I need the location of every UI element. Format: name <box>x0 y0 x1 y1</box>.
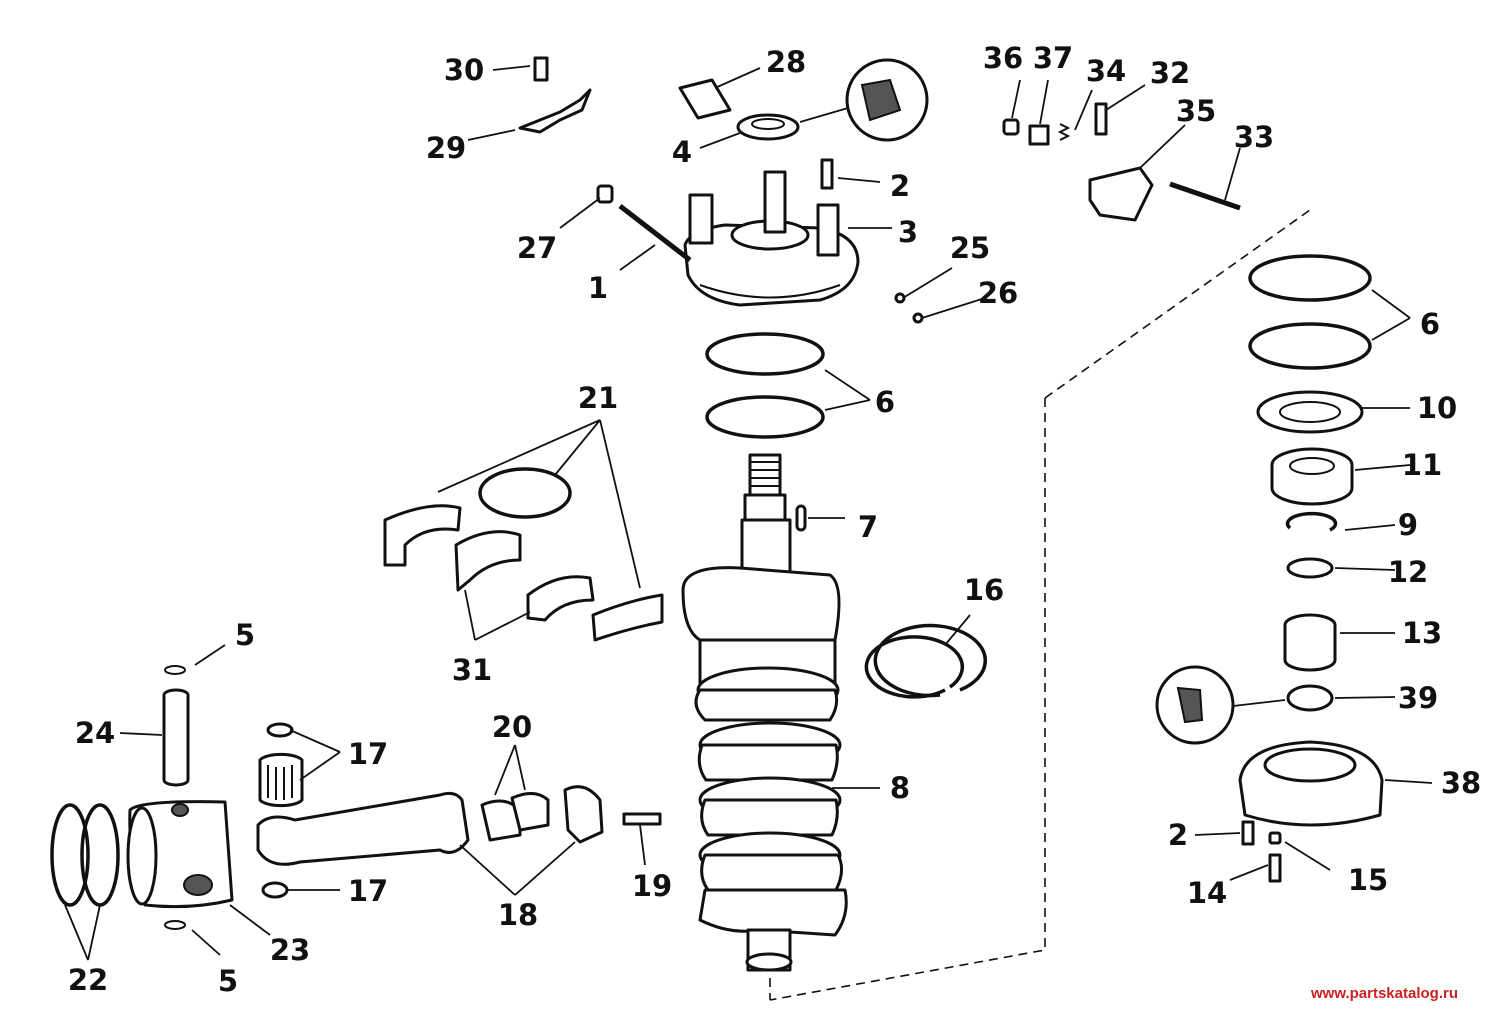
callout-label: 11 <box>1402 448 1442 482</box>
callout-label: 13 <box>1402 616 1442 650</box>
plate <box>678 78 732 120</box>
callout-label: 30 <box>444 53 484 87</box>
callout-label: 9 <box>1398 508 1418 542</box>
callout-label: 24 <box>75 716 115 750</box>
cap-nut <box>596 184 614 204</box>
callout-label: 36 <box>983 41 1023 75</box>
o-ring-lower <box>705 395 825 439</box>
connecting-rod <box>256 791 470 866</box>
callout-label: 6 <box>875 385 895 419</box>
o-ring-upper <box>1248 254 1372 302</box>
callout-label: 21 <box>578 381 618 415</box>
callout-label: 14 <box>1187 876 1227 910</box>
callout-label: 15 <box>1348 863 1388 897</box>
washer <box>1028 124 1050 146</box>
callout-label: 12 <box>1388 555 1428 589</box>
callout-label: 27 <box>517 231 557 265</box>
crankshaft <box>681 453 848 972</box>
spring <box>1057 123 1071 141</box>
watermark: www.partskatalog.ru <box>1310 985 1458 1002</box>
retainer-plate <box>1256 390 1364 434</box>
screw <box>1241 820 1255 846</box>
piston-ring <box>50 803 90 907</box>
seal <box>1286 557 1334 579</box>
callout-label: 17 <box>348 737 388 771</box>
bearing-half <box>591 593 664 642</box>
callout-label: 23 <box>270 933 310 967</box>
needle-cage <box>454 530 522 592</box>
rod-cap <box>563 785 604 844</box>
callout-label: 5 <box>218 964 238 998</box>
lower-seal <box>1286 684 1334 712</box>
retaining-clip <box>164 665 186 675</box>
callout-label: 7 <box>858 510 878 544</box>
callout-label: 5 <box>235 618 255 652</box>
callout-label: 22 <box>68 963 108 997</box>
callout-label: 4 <box>672 135 692 169</box>
callout-label: 31 <box>452 653 492 687</box>
callout-label: 3 <box>898 215 918 249</box>
callout-label: 25 <box>950 231 990 265</box>
callout-label: 16 <box>964 573 1004 607</box>
needle-cage-half <box>510 792 550 832</box>
screw <box>533 56 549 82</box>
bracket <box>518 88 592 134</box>
callout-label: 18 <box>498 898 538 932</box>
callout-label: 35 <box>1176 94 1216 128</box>
callout-label: 6 <box>1420 307 1440 341</box>
needle-cage <box>526 575 595 622</box>
callout-label: 10 <box>1417 391 1457 425</box>
callout-label: 28 <box>766 45 806 79</box>
callout-label: 8 <box>890 771 910 805</box>
o-ring-upper <box>705 332 825 376</box>
wrist-pin <box>162 688 190 787</box>
long-bolt <box>618 204 692 262</box>
retaining-ring <box>1285 511 1338 532</box>
adjusting-screw <box>1169 181 1241 211</box>
callout-label: 19 <box>632 869 672 903</box>
bushing <box>1002 118 1020 136</box>
callout-label: 37 <box>1033 41 1073 75</box>
screw <box>1094 102 1108 136</box>
callout-label: 32 <box>1150 56 1190 90</box>
callout-label: 34 <box>1086 54 1126 88</box>
callout-label: 38 <box>1441 766 1481 800</box>
callout-label: 2 <box>1168 818 1188 852</box>
leader-lines <box>64 65 1433 961</box>
callout-label: 20 <box>492 710 532 744</box>
bearing-half <box>383 504 462 567</box>
callout-label: 17 <box>348 874 388 908</box>
woodruff-key <box>795 504 807 532</box>
screw <box>1268 853 1282 883</box>
o-ring-lower <box>1248 322 1372 370</box>
callout-label: 33 <box>1234 120 1274 154</box>
washer <box>1268 831 1282 845</box>
assembly-centerline <box>769 209 1311 1001</box>
needle-bearing <box>258 752 304 808</box>
callout-labels: 1 2 3 4 5 6 7 8 9 10 11 12 13 14 15 16 1… <box>68 41 1481 998</box>
snap-ring <box>873 623 988 698</box>
callout-label: 1 <box>588 271 608 305</box>
callout-label: 2 <box>890 169 910 203</box>
screw <box>820 158 834 190</box>
retaining-clip <box>164 920 186 930</box>
thrust-washer <box>261 881 289 899</box>
retaining-ring <box>478 467 572 519</box>
upper-bearing-housing <box>683 170 860 307</box>
callout-label: 39 <box>1398 681 1438 715</box>
callout-label: 26 <box>978 276 1018 310</box>
callout-label: 29 <box>426 131 466 165</box>
throttle-lever <box>1088 166 1154 222</box>
thrust-washer <box>266 722 294 738</box>
sleeve <box>1283 613 1337 672</box>
rod-bolt <box>622 812 662 826</box>
